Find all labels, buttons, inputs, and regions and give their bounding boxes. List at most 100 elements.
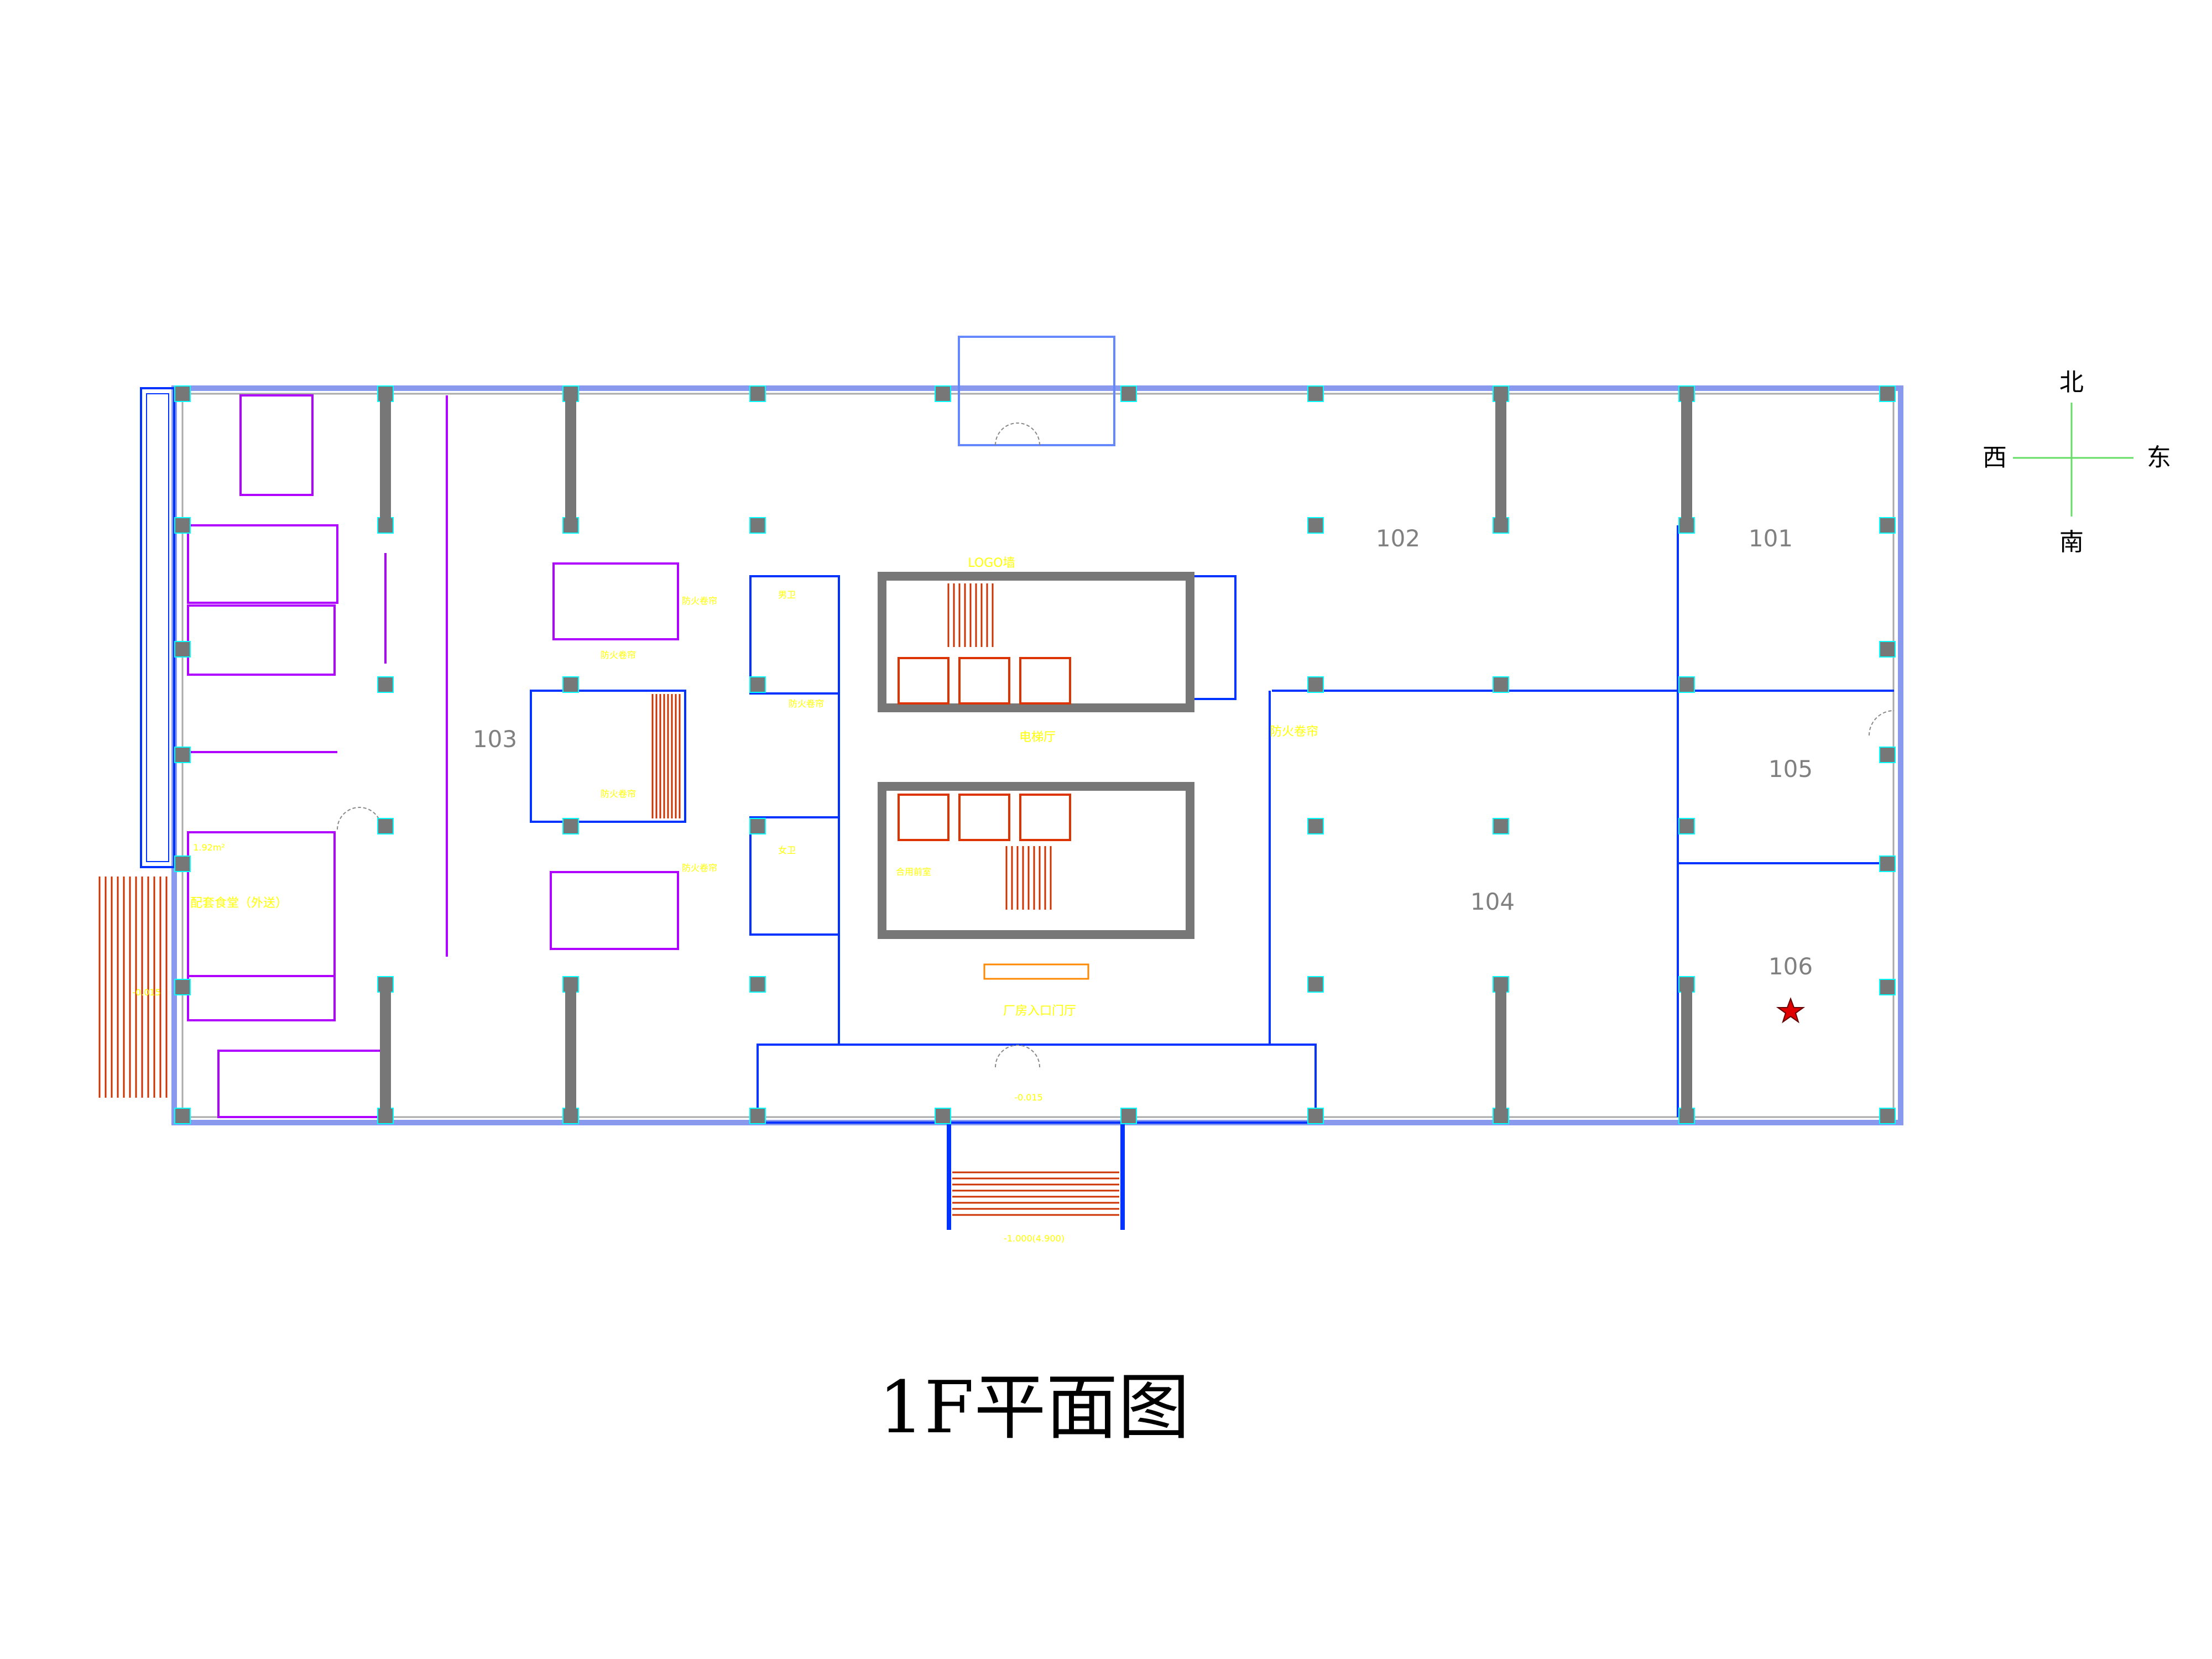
wall-pier [565, 984, 576, 1116]
column [1879, 979, 1896, 995]
compass-rose: 北 南 西 东 [1983, 368, 2171, 556]
column [1120, 385, 1137, 402]
room-number-105: 105 [1768, 755, 1813, 782]
elevation-entrance-steps: -1.000(4.900) [1004, 1233, 1065, 1244]
label-shared-anteroom: 合用前室 [896, 867, 931, 877]
label-fire-shutter: 防火卷帘 [601, 650, 636, 660]
column [935, 385, 951, 402]
elevation-west: -0.015 [132, 987, 161, 998]
column [1879, 1108, 1896, 1124]
west-annex-inner [146, 393, 169, 862]
partitions-west [187, 394, 679, 1118]
star-icon [1776, 997, 1806, 1024]
west-room [239, 394, 314, 496]
elevator-car [898, 794, 950, 841]
label-fire-shutter: 防火卷帘 [601, 789, 636, 799]
elevator-car [958, 794, 1010, 841]
column [1879, 641, 1896, 658]
elevator-car [1019, 794, 1071, 841]
label-entrance-lobby: 厂房入口门厅 [1003, 1004, 1076, 1018]
column [1879, 855, 1896, 872]
column [749, 976, 766, 993]
west-room [187, 524, 338, 604]
column [749, 818, 766, 834]
mens-toilet [749, 575, 840, 695]
canteen-door [337, 807, 382, 830]
wall-pier [1495, 394, 1506, 525]
elevator-car [1019, 657, 1071, 705]
column [174, 517, 191, 534]
wall-pier [380, 394, 391, 525]
label-fire-shutter: 防火卷帘 [1270, 725, 1318, 739]
stairs [98, 583, 1119, 1216]
column [174, 855, 191, 872]
column [377, 818, 394, 834]
core-north [878, 572, 1194, 712]
room-number-103: 103 [473, 726, 517, 753]
column [174, 979, 191, 995]
exterior-walls [140, 336, 1903, 1230]
column [562, 818, 579, 834]
elevator-car [898, 657, 950, 705]
column [174, 747, 191, 763]
label-canteen: 配套食堂（外送） [190, 896, 288, 910]
label-elevator-hall: 电梯厅 [1019, 731, 1056, 744]
label-womens-wc: 女卫 [778, 845, 796, 855]
structural-columns [174, 385, 1896, 1124]
label-fire-shutter: 防火卷帘 [789, 698, 824, 709]
column [174, 1108, 191, 1124]
column [562, 676, 579, 693]
stair-103 [530, 690, 686, 823]
elevators [898, 657, 1089, 980]
north-door [995, 422, 1040, 446]
label-logo-wall: LOGO墙 [968, 556, 1015, 570]
room-number-104: 104 [1470, 888, 1515, 915]
doors [337, 422, 1895, 1068]
column [174, 641, 191, 658]
column [1678, 818, 1695, 834]
column [1120, 1108, 1137, 1124]
column [377, 676, 394, 693]
column [1307, 976, 1324, 993]
wall-pier [1495, 984, 1506, 1116]
west-room [187, 604, 336, 676]
column [749, 1108, 766, 1124]
west-room [217, 1050, 385, 1118]
wall-pier [565, 394, 576, 525]
label-fire-shutter: 防火卷帘 [682, 596, 717, 606]
elevation-south-lobby: -0.015 [1014, 1092, 1043, 1103]
column [1879, 385, 1896, 402]
womens-toilet [749, 816, 840, 936]
column [1879, 517, 1896, 534]
column [1678, 676, 1695, 693]
column [1307, 676, 1324, 693]
compass-east: 东 [2147, 444, 2171, 472]
column [1493, 676, 1509, 693]
north-entrance-vestibule [958, 336, 1115, 446]
wall-pier [1681, 984, 1692, 1116]
shaft-east [1189, 575, 1237, 700]
column [749, 517, 766, 534]
south-door [995, 1045, 1040, 1068]
meeting-block-north [552, 562, 679, 640]
core-south [878, 782, 1194, 939]
room-number-102: 102 [1376, 525, 1420, 552]
drawing-title: 1F平面图 [879, 1365, 1190, 1449]
wall-pier [380, 984, 391, 1116]
column [1493, 818, 1509, 834]
west-room [187, 975, 336, 1021]
reception-desk [983, 963, 1089, 980]
west-annex [140, 387, 175, 868]
elevator-car [958, 657, 1010, 705]
column [1307, 517, 1324, 534]
column [1307, 818, 1324, 834]
label-fire-shutter: 防火卷帘 [682, 863, 717, 873]
label-area: 1.92m² [193, 842, 225, 853]
compass-north: 北 [2059, 368, 2084, 397]
column [174, 385, 191, 402]
room-number-106: 106 [1768, 953, 1813, 980]
wall-pier [1681, 394, 1692, 525]
meeting-block-south [550, 871, 679, 950]
